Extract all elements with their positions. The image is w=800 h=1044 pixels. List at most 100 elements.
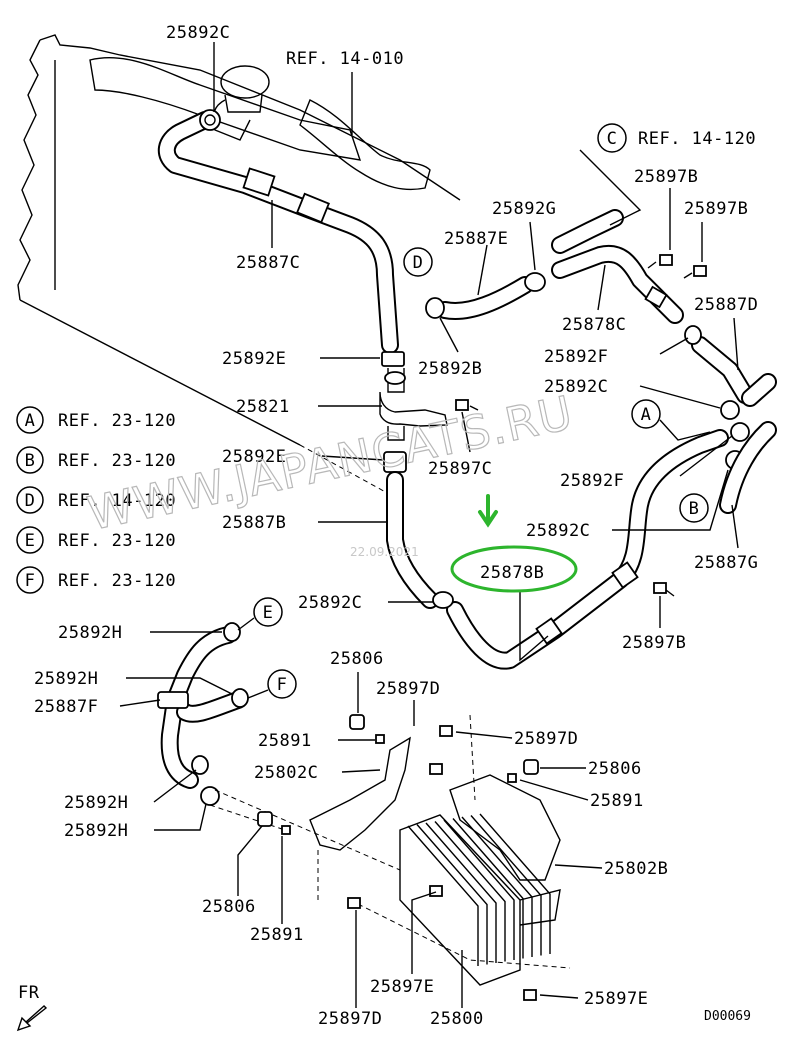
watermark-date: 22.09.2021	[350, 545, 419, 559]
bolt-25897B-3	[653, 582, 675, 597]
legend-B-circle	[16, 446, 44, 474]
oil-cooler-25800	[399, 813, 561, 986]
bracket-25802B	[449, 774, 561, 881]
legend-E-letter: E	[25, 531, 36, 551]
legend-A-ref: REF. 23-120	[58, 411, 176, 431]
bolt-25897B-2	[683, 265, 707, 279]
label-25887D: 25887D	[694, 295, 758, 315]
leader-lines	[119, 42, 739, 1008]
grommet-25806-2	[523, 759, 539, 775]
cooler-fin	[470, 815, 542, 956]
part-25821	[379, 351, 448, 441]
label-25821: 25821	[236, 397, 290, 417]
bolt-25897E-1	[429, 885, 443, 897]
label-25897B-3: 25897B	[622, 633, 686, 653]
label-25897E-2: 25897E	[584, 989, 648, 1009]
label-25892C-2: 25892C	[544, 377, 608, 397]
circle-A-letter: A	[641, 405, 652, 425]
legend-B-letter: B	[25, 451, 36, 471]
cooler-fin	[434, 821, 506, 962]
label-25891-1: 25891	[258, 731, 312, 751]
label-25887B: 25887B	[222, 513, 286, 533]
label-25887G: 25887G	[694, 553, 758, 573]
bolt-25897B-1	[647, 254, 673, 269]
label-25806-1: 25806	[330, 649, 384, 669]
bolt-25897E-2	[523, 989, 537, 1001]
circle-C-letter: C	[607, 129, 618, 149]
label-25892C-top: 25892C	[166, 23, 230, 43]
label-25802B: 25802B	[604, 859, 668, 879]
legend-F-letter: F	[25, 571, 36, 591]
label-25892E-2: 25892E	[222, 447, 286, 467]
front-marker-label: FR	[18, 983, 40, 1003]
hose-25887E	[425, 272, 546, 320]
legend-F-ref: REF. 23-120	[58, 571, 176, 591]
label-25897C: 25897C	[428, 459, 492, 479]
label-25891-2: 25891	[590, 791, 644, 811]
label-25887F: 25887F	[34, 697, 98, 717]
label-25892H-1: 25892H	[58, 623, 122, 643]
circle-F-letter: F	[277, 675, 288, 695]
bolt-25897C	[455, 399, 479, 411]
circle-D	[403, 247, 433, 277]
highlight-arrow-icon	[478, 494, 498, 528]
circle-B	[679, 493, 709, 523]
legend-A-circle	[16, 406, 44, 434]
bolt-25897D-2	[439, 725, 453, 737]
ref-14-120-label: REF. 14-120	[638, 129, 756, 149]
legend-B-ref: REF. 23-120	[58, 451, 176, 471]
clamp-25892C-4	[432, 591, 454, 609]
circle-E	[253, 597, 283, 627]
label-25897B-1: 25897B	[634, 167, 698, 187]
label-25897E-1: 25897E	[370, 977, 434, 997]
label-25892H-2: 25892H	[34, 669, 98, 689]
label-25892C-4: 25892C	[298, 593, 362, 613]
clamp-25892C-2	[720, 400, 740, 420]
ref-14-010-label: REF. 14-010	[286, 49, 404, 69]
label-25892H-3: 25892H	[64, 793, 128, 813]
label-25800: 25800	[430, 1009, 484, 1029]
upper-radiator-hose	[299, 99, 431, 191]
bolt-25897D-3	[347, 897, 361, 909]
legend-A-letter: A	[25, 411, 36, 431]
legend-F-circle	[16, 566, 44, 594]
legend-E-circle	[16, 526, 44, 554]
bracket-25802C	[309, 736, 411, 851]
ref-c-line	[579, 149, 642, 226]
label-25892E-1: 25892E	[222, 349, 286, 369]
drawing-code: D00069	[704, 1009, 751, 1024]
cooler-fin	[452, 818, 524, 959]
label-25892C-3: 25892C	[526, 521, 590, 541]
collar-25891-3	[281, 825, 291, 835]
legend: A REF. 23-120 B REF. 23-120 D REF. 14-12…	[16, 406, 176, 594]
circle-F	[267, 669, 297, 699]
collar-25891-1	[375, 734, 385, 744]
collar-25891-2	[507, 773, 517, 783]
hose-25887B	[386, 471, 439, 609]
clamp-25892C-top	[199, 109, 221, 131]
cooler-fin	[443, 819, 515, 960]
label-25806-2: 25806	[588, 759, 642, 779]
label-25802C: 25802C	[254, 763, 318, 783]
legend-D-letter: D	[25, 491, 36, 511]
radiator-cap	[220, 65, 270, 99]
label-25887C: 25887C	[236, 253, 300, 273]
hose-25887F	[157, 622, 249, 806]
label-25891-3: 25891	[250, 925, 304, 945]
cooler-fin	[416, 824, 488, 965]
circle-A	[631, 399, 661, 429]
label-25892G: 25892G	[492, 199, 556, 219]
label-25878B: 25878B	[480, 563, 544, 583]
circle-D-letter: D	[413, 253, 424, 273]
label-25892F-1: 25892F	[544, 347, 608, 367]
hose-25887C	[157, 111, 399, 354]
cooler-fin	[407, 825, 479, 966]
bolt-25897D-1	[429, 763, 443, 775]
label-25897D-3: 25897D	[318, 1009, 382, 1029]
front-marker: FR	[16, 983, 48, 1032]
label-25878C: 25878C	[562, 315, 626, 335]
highlight-annotation	[450, 494, 578, 593]
part-labels: 25892C 25887C 25887E 25892G 25897B 25897…	[34, 23, 758, 1029]
cooler-fin	[425, 822, 497, 963]
